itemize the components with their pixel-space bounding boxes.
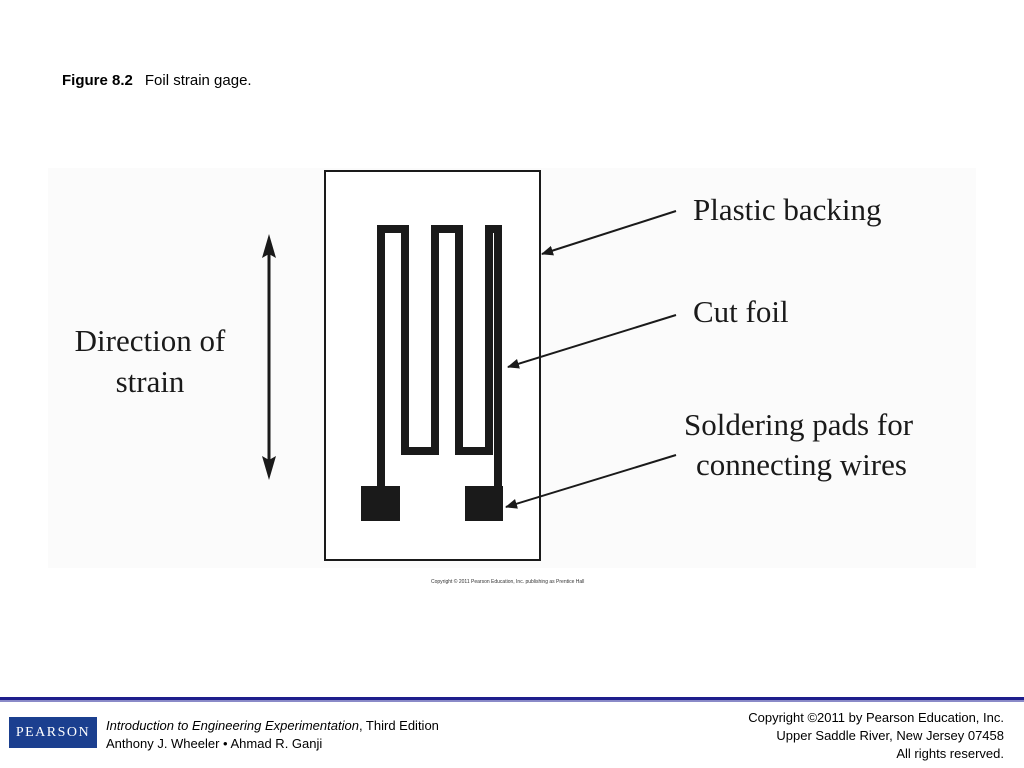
cut-foil-grid	[377, 225, 502, 486]
figure-caption-text: Foil strain gage.	[144, 72, 252, 89]
soldering-pads-leader	[505, 454, 677, 509]
soldering-pad-right	[465, 486, 503, 521]
arrow-head-down	[262, 456, 276, 480]
book-authors: Anthony J. Wheeler • Ahmad R. Ganji	[106, 736, 323, 751]
copyright-notice: Copyright ©2011 by Pearson Education, In…	[748, 709, 1004, 763]
copyright-line2: Upper Saddle River, New Jersey 07458	[776, 728, 1004, 743]
strain-gage-diagram: Direction of strain Plastic backing Cut …	[75, 170, 914, 561]
footer-rule	[0, 697, 1024, 700]
soldering-pads-label-line2: connecting wires	[696, 447, 907, 482]
plastic-backing-label: Plastic backing	[693, 192, 882, 227]
book-edition: , Third Edition	[358, 718, 439, 733]
direction-label-line2: strain	[116, 364, 185, 399]
cut-foil-leader	[507, 314, 677, 369]
arrow-head-up	[262, 234, 276, 258]
plastic-backing-leader	[541, 210, 677, 256]
pearson-logo: PEARSON	[9, 717, 97, 748]
direction-arrow	[262, 234, 276, 480]
cut-foil-label: Cut foil	[693, 294, 789, 329]
pearson-logo-text: PEARSON	[15, 724, 91, 740]
figure-caption: Figure 8.2 Foil strain gage.	[62, 72, 252, 89]
footer-rule-accent	[0, 700, 1024, 702]
soldering-pads-label-line1: Soldering pads for	[684, 407, 914, 442]
book-title-line: Introduction to Engineering Experimentat…	[106, 717, 439, 735]
book-title: Introduction to Engineering Experimentat…	[106, 718, 359, 733]
figure-number: Figure 8.2	[62, 72, 133, 89]
book-info: Introduction to Engineering Experimentat…	[106, 717, 439, 753]
copyright-line3: All rights reserved.	[896, 746, 1004, 761]
copyright-line1: Copyright ©2011 by Pearson Education, In…	[748, 710, 1004, 725]
direction-label-line1: Direction of	[75, 323, 226, 358]
figure-copyright: Copyright © 2011 Pearson Education, Inc.…	[431, 579, 585, 585]
soldering-pad-left	[361, 486, 400, 521]
strain-gage-figure: Direction of strain Plastic backing Cut …	[48, 168, 976, 568]
